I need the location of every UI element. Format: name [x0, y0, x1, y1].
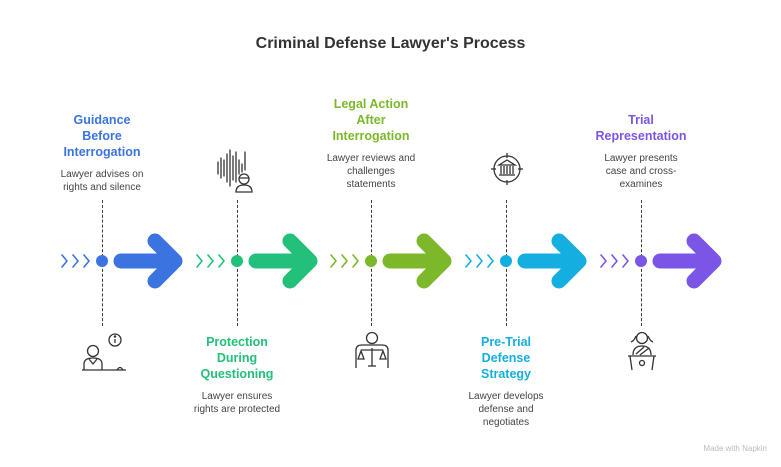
step-4-arrow-icon [517, 233, 587, 289]
step-3-label: Legal Action After Interrogation Lawyer … [306, 96, 436, 191]
step-3-description: Lawyer reviews and challenges statements [326, 153, 416, 190]
step-4-chevron-icon [487, 254, 494, 268]
step-2-label: Protection During Questioning Lawyer ens… [172, 334, 302, 416]
step-4-chevron-icon [476, 254, 483, 268]
step-3-chevron-icon [330, 254, 337, 268]
person-scales-icon [355, 331, 389, 368]
step-4-dot [500, 255, 512, 267]
step-3-chevron-icon [352, 254, 359, 268]
step-2-dot [231, 255, 243, 267]
step-4-description: Lawyer develops defense and negotiates [468, 391, 544, 428]
step-2-description: Lawyer ensures rights are protected [193, 391, 281, 415]
step-2-arrow-icon [248, 233, 318, 289]
step-3-arrow-icon [382, 233, 452, 289]
lawyer-advisor-info-icon [82, 333, 126, 371]
step-1-chevron-icon [61, 254, 68, 268]
diagram-title: Criminal Defense Lawyer's Process [255, 35, 526, 52]
step-5-description: Lawyer presents case and cross- examines [604, 153, 678, 190]
step-5-chevron-icon [622, 254, 629, 268]
step-2-heading: Protection During Questioning [200, 335, 274, 381]
napkin-watermark: Made with Napkin [703, 444, 767, 453]
step-2-chevron-icon [196, 254, 203, 268]
person-podium-icon [628, 331, 656, 371]
step-5-heading: Trial Representation [595, 113, 687, 143]
step-1-dot [96, 255, 108, 267]
step-1-chevron-icon [72, 254, 79, 268]
step-1-label: Guidance Before Interrogation Lawyer adv… [37, 112, 167, 194]
step-2-chevron-icon [207, 254, 214, 268]
step-1-heading: Guidance Before Interrogation [63, 113, 141, 159]
step-4-heading: Pre-Trial Defense Strategy [480, 335, 532, 381]
step-3-dot [365, 255, 377, 267]
step-1-chevron-icon [83, 254, 90, 268]
step-5-chevron-icon [600, 254, 607, 268]
step-3-heading: Legal Action After Interrogation [332, 97, 410, 143]
step-5-label: Trial Representation Lawyer presents cas… [576, 112, 706, 191]
step-1-arrow-icon [113, 233, 183, 289]
step-5-chevron-icon [611, 254, 618, 268]
step-4-label: Pre-Trial Defense Strategy Lawyer develo… [441, 334, 571, 429]
step-5-dot [635, 255, 647, 267]
courthouse-target-icon [491, 153, 523, 185]
step-5-arrow-icon [652, 233, 722, 289]
step-1-description: Lawyer advises on rights and silence [60, 169, 144, 193]
step-3-chevron-icon [341, 254, 348, 268]
step-4-chevron-icon [465, 254, 472, 268]
step-2-chevron-icon [218, 254, 225, 268]
voice-wave-person-icon [217, 149, 253, 193]
